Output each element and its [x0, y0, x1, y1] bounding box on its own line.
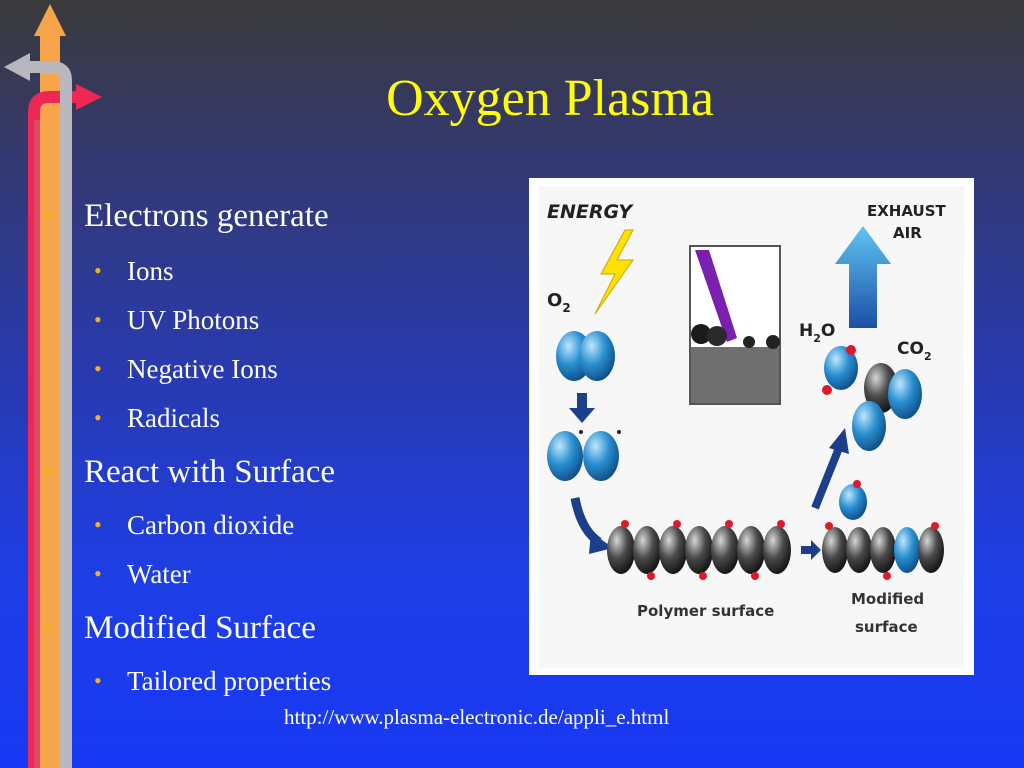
diagonal-arrow-shaft: [811, 446, 843, 510]
co2-oxygen-atom: [852, 401, 886, 451]
polymer-surface-label: Polymer surface: [637, 602, 774, 620]
inset-particle: [691, 324, 711, 344]
sub-bullet-text: UV Photons: [127, 305, 260, 335]
radical-dot: [617, 430, 621, 434]
inset-particle: [766, 335, 780, 349]
bullet-text: React with Surface: [84, 454, 336, 490]
exhaust-label: EXHAUST: [867, 202, 946, 220]
sub-bullet-text: Water: [127, 559, 191, 589]
orange-arrow-shaft: [40, 34, 60, 768]
bullet-dot: •: [94, 258, 102, 283]
gray-arrow-shaft: [28, 61, 72, 768]
orange-arrow-head-icon: [34, 4, 66, 36]
lightning-icon: [594, 229, 634, 315]
inset-substrate: [691, 347, 779, 403]
slide-title: Oxygen Plasma: [386, 70, 714, 127]
bullet-dot: •: [94, 356, 102, 381]
air-label: AIR: [893, 224, 922, 242]
red-arrow-shaft: [28, 91, 78, 768]
source-url: http://www.plasma-electronic.de/appli_e.…: [284, 705, 670, 729]
modified-label: Modified: [851, 590, 924, 608]
bullet-dot: •: [44, 459, 53, 485]
co2-oxygen-atom: [888, 369, 922, 419]
bullet-dot: •: [44, 203, 53, 229]
red-arrow-head-icon: [76, 84, 102, 110]
bullet-dot: •: [94, 668, 102, 693]
modified-chain: [822, 480, 944, 580]
plasma-diagram: ENERGY O2 EXHAUST AIR H2O CO2: [539, 186, 964, 668]
hydrogen-atom: [822, 385, 832, 395]
oxygen-radical: [583, 431, 619, 481]
sub-bullet-text: Negative Ions: [127, 354, 278, 384]
bullet-dot: •: [94, 405, 102, 430]
sub-bullet-text: Radicals: [127, 403, 220, 433]
sub-bullet-text: Ions: [127, 256, 174, 286]
surface-label: surface: [855, 618, 918, 636]
bullet-dot: •: [94, 307, 102, 332]
down-arrow-icon: [569, 393, 595, 423]
gray-arrow-head-icon: [4, 53, 30, 81]
polymer-chain: [607, 520, 791, 580]
oxygen-radical: [547, 431, 583, 481]
bullet-text: Electrons generate: [84, 198, 329, 234]
bullet-text: Modified Surface: [84, 610, 316, 646]
curved-arrow-head-icon: [589, 532, 613, 554]
energy-label: ENERGY: [547, 201, 634, 223]
inset-particle: [743, 336, 755, 348]
radical-dot: [579, 430, 583, 434]
uv-beam: [695, 250, 737, 342]
inset-particle: [707, 326, 727, 346]
sub-bullet-text: Tailored properties: [127, 666, 332, 696]
water-oxygen-atom: [824, 346, 858, 390]
h2o-label: H2O: [799, 321, 835, 345]
bullet-dot: •: [44, 615, 53, 641]
bullet-dot: •: [94, 561, 102, 586]
right-arrow-icon: [801, 540, 821, 560]
co2-label: CO2: [897, 339, 932, 363]
plasma-diagram-figure: ENERGY O2 EXHAUST AIR H2O CO2: [529, 178, 974, 675]
oxygen-atom: [579, 331, 615, 381]
diagonal-arrow-head-icon: [829, 428, 849, 454]
bullet-dot: •: [94, 512, 102, 537]
decorative-arrows: [4, 4, 102, 768]
o2-label: O2: [547, 290, 571, 315]
arrow-shade: [34, 120, 40, 768]
hydrogen-atom: [846, 345, 856, 355]
exhaust-up-arrow-icon: [835, 226, 891, 328]
sub-bullet-text: Carbon dioxide: [127, 510, 295, 540]
